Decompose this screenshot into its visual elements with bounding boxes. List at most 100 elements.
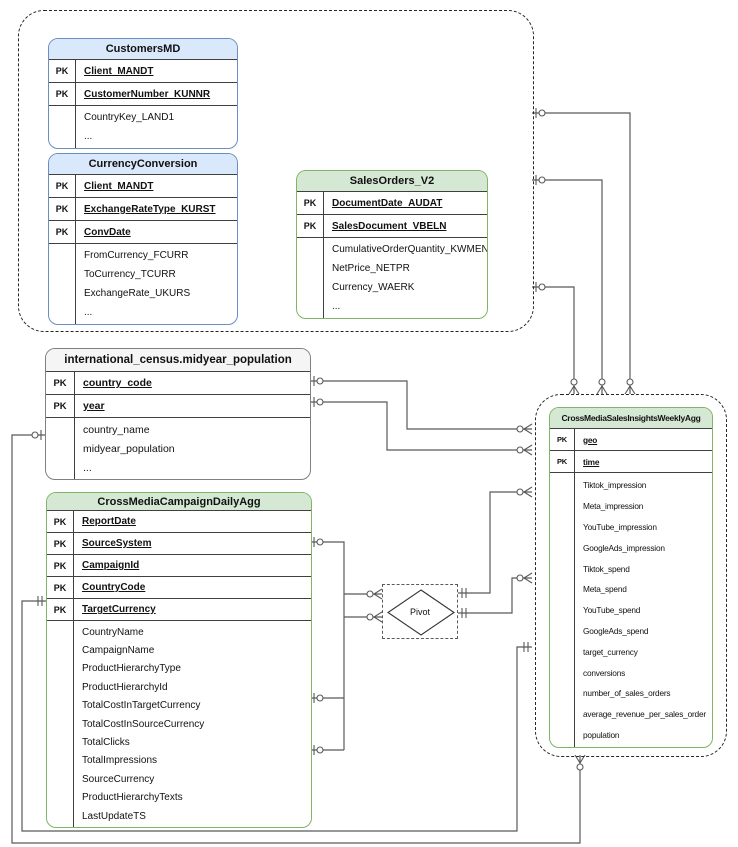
pk-field-name: CountryCode — [82, 582, 146, 593]
connector-population-link — [11, 434, 581, 844]
pk-field-name: SourceSystem — [82, 538, 152, 549]
connector-countrycode-to-geo — [310, 380, 532, 430]
field-name: CumulativeOrderQuantity_KWMENG — [332, 244, 488, 255]
pk-badge: PK — [297, 192, 324, 214]
pk-row: PK DocumentDate_AUDAT — [297, 192, 487, 215]
field-list: country_name midyear_population... — [75, 418, 310, 479]
entity-title: SalesOrders_V2 — [297, 171, 487, 192]
pk-badge-empty — [49, 244, 76, 324]
field-name: TotalImpressions — [82, 755, 158, 767]
field-name: conversions — [583, 667, 626, 678]
field-name: Meta_spend — [583, 584, 627, 595]
field-name: GoogleAds_impression — [583, 542, 665, 553]
weekly-agg-group — [535, 394, 727, 757]
source-tables-group — [18, 10, 534, 332]
pk-row: PK TargetCurrency — [47, 599, 311, 621]
field-name: ProductHierarchyType — [82, 663, 181, 675]
field-name: TotalClicks — [82, 737, 130, 749]
pk-badge: PK — [550, 451, 575, 472]
connector-customersmd-to-weekly — [532, 112, 631, 394]
pk-field-name: year — [83, 400, 105, 412]
connector-pivot-to-weekly-impressions — [458, 491, 532, 594]
field-name: TotalCostInTargetCurrency — [82, 700, 201, 712]
pivot-label: Pivot — [409, 606, 430, 617]
connector-targetcurrency-link — [21, 600, 532, 832]
field-name: NetPrice_NETPR — [332, 263, 410, 274]
field-name: population — [583, 729, 620, 740]
pk-field-name: Client_MANDT — [84, 180, 154, 192]
entity-title: CrossMediaSalesInsightsWeeklyAgg — [550, 408, 712, 429]
field-name: ... — [332, 301, 341, 312]
pk-badge-empty — [49, 106, 76, 148]
field-name: ProductHierarchyId — [82, 681, 168, 693]
field-name: TotalCostInSourceCurrency — [82, 718, 205, 730]
pk-badge: PK — [47, 533, 74, 554]
field-rows: country_name midyear_population... — [46, 418, 310, 479]
field-name: CountryKey_LAND1 — [84, 112, 175, 123]
field-name: Tiktok_spend — [583, 563, 630, 574]
entity-title: CurrencyConversion — [49, 154, 237, 175]
field-name: country_name — [83, 423, 150, 436]
pk-row: PK time — [550, 451, 712, 473]
pk-row: PK CampaignId — [47, 555, 311, 577]
pk-field-name: time — [583, 456, 600, 467]
field-name: midyear_population — [83, 442, 175, 455]
field-name: Currency_WAERK — [332, 282, 415, 293]
entity-title: CustomersMD — [49, 39, 237, 60]
field-name: Tiktok_impression — [583, 480, 647, 491]
pk-field-name: ExchangeRateType_KURST — [84, 203, 216, 215]
pk-field-name: geo — [583, 434, 598, 445]
field-name: ... — [83, 461, 92, 474]
pk-field-name: CustomerNumber_KUNNR — [84, 88, 211, 100]
pk-field-name: ReportDate — [82, 516, 136, 527]
pk-badge-empty — [297, 238, 324, 318]
pk-row: PK Client_MANDT — [49, 175, 237, 198]
pivot-operator: Pivot — [382, 584, 458, 639]
field-name: ... — [84, 131, 93, 142]
field-name: ExchangeRate_UKURS — [84, 288, 191, 299]
pk-badge: PK — [47, 555, 74, 576]
field-name: SourceCurrency — [82, 773, 155, 785]
field-rows: CountryKey_LAND1... — [49, 106, 237, 148]
pk-badge: PK — [47, 599, 74, 620]
field-name: YouTube_impression — [583, 521, 657, 532]
pk-badge-empty — [46, 418, 75, 479]
connector-year-to-time — [310, 401, 532, 451]
connector-pivot-to-weekly-spend — [458, 577, 532, 614]
pk-badge-empty — [550, 473, 575, 748]
pk-field-name: TargetCurrency — [82, 604, 156, 615]
pk-field-name: DocumentDate_AUDAT — [332, 197, 443, 209]
field-name: LastUpdateTS — [82, 810, 146, 822]
pk-badge: PK — [46, 372, 75, 394]
pivot-diamond-icon — [387, 589, 455, 636]
entity-title: international_census.midyear_population — [46, 349, 310, 372]
field-name: ProductHierarchyTexts — [82, 792, 183, 804]
pk-field-name: CampaignId — [82, 560, 140, 571]
pk-field-name: country_code — [83, 377, 152, 389]
pk-row: PK SourceSystem — [47, 533, 311, 555]
pk-field-name: Client_MANDT — [84, 65, 154, 77]
field-name: CampaignName — [82, 645, 155, 657]
pk-row: PK CustomerNumber_KUNNR — [49, 83, 237, 106]
pk-badge: PK — [49, 83, 76, 105]
field-name: number_of_sales_orders — [583, 688, 671, 699]
pk-badge: PK — [49, 221, 76, 243]
field-name: CountryName — [82, 626, 144, 638]
pk-badge: PK — [49, 175, 76, 197]
